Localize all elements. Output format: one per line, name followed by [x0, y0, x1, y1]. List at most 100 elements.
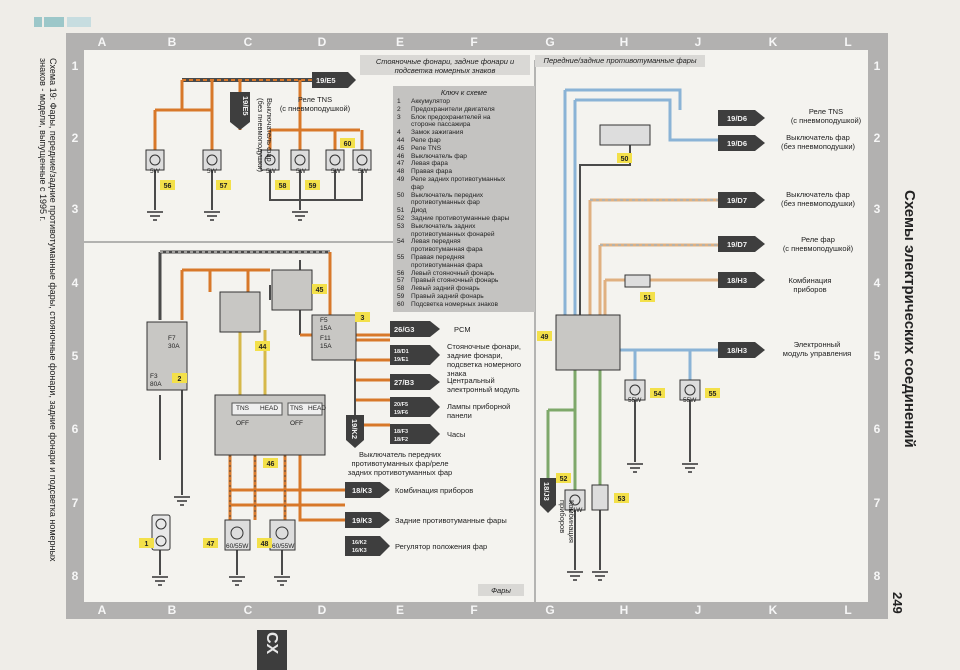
component-marker-44	[255, 341, 270, 351]
key-item-number: 1	[397, 98, 401, 105]
headlamp-47	[224, 519, 251, 551]
component-number-56: 56	[164, 183, 172, 190]
key-item-text: фар	[411, 183, 424, 191]
key-item-text: Правый задний фонарь	[411, 293, 484, 300]
key-item-number: 55	[397, 254, 405, 261]
component-marker-50	[617, 153, 632, 163]
component-number-55: 55	[709, 391, 717, 398]
grid-col-coltop-L: L	[844, 35, 852, 49]
tab-code: CX	[263, 632, 280, 655]
key-item-text: Правая фара	[411, 168, 452, 176]
connector-code-k3c: 16/K3	[352, 548, 367, 554]
grid-col-colbot-K: K	[768, 603, 778, 617]
grid-col-colbot-B: B	[167, 603, 177, 617]
small-label-fuse-f11: 15A	[320, 343, 332, 350]
connector-code-e5-a: 19/E5	[316, 76, 336, 85]
grid-col-colbot-F: F	[470, 603, 478, 617]
grid-row-left-3: 3	[71, 202, 79, 216]
grid-col-coltop-K: K	[768, 35, 778, 49]
grid-col-colbot-D: D	[317, 603, 327, 617]
key-item-text: Выключатель фар	[411, 152, 467, 160]
connector-code-g3: 26/G3	[394, 325, 414, 334]
label-instr-vertical: Комбинация приборов	[558, 500, 576, 543]
parking-lamp-circuit	[145, 72, 372, 221]
key-item-number: 3	[397, 113, 401, 121]
grid-col-coltop-B: B	[167, 35, 177, 49]
label-beam-adjust: Регулятор положения фар	[395, 542, 488, 551]
key-item-text: Левый задний фонарь	[411, 285, 480, 293]
rear-fog-switch-53	[591, 484, 609, 511]
label-parking-lamps: Стояночные фонари, задние фонари, подсве…	[447, 342, 522, 378]
connector-code-h3-a: 18/H3	[727, 276, 747, 285]
connector-18-j3	[540, 478, 556, 513]
connector-code-f6: 19/F6	[394, 410, 408, 416]
component-number-59: 59	[309, 183, 317, 190]
label-central-module: Центральный электронный модуль	[447, 376, 520, 394]
connector-26-g3	[390, 321, 440, 337]
connector-19-e5-b	[230, 92, 250, 130]
grid-col-coltop-G: G	[545, 35, 555, 49]
connector-20-f5	[390, 397, 440, 417]
headlamp-48	[269, 519, 296, 551]
small-label-fuse-f5: 15A	[320, 325, 332, 332]
component-number-51: 51	[644, 295, 652, 302]
grid-col-colbot-A: A	[97, 603, 107, 617]
label-switch-right-2: Выключатель фар (без пневмоподушки)	[780, 190, 856, 208]
component-marker-57	[216, 180, 231, 190]
key-item-number: 46	[397, 152, 405, 160]
component-number-46: 46	[267, 461, 275, 468]
grid-row-left-8: 8	[71, 569, 79, 583]
connector-18-k3	[345, 482, 390, 498]
connector-code-d7-b: 19/D7	[727, 240, 747, 249]
component-number-53: 53	[618, 496, 626, 503]
key-item-number: 59	[397, 293, 405, 300]
connector-19-d6-b	[718, 135, 765, 151]
label-tns-relay-top: Реле TNS (с пневмоподушкой)	[279, 95, 351, 113]
fog-switch-50	[599, 124, 651, 146]
component-marker-46	[263, 458, 278, 468]
connector-27-b3	[390, 374, 440, 390]
component-marker-49	[537, 331, 552, 341]
grid-col-colbot-H: H	[619, 603, 629, 617]
component-marker-60	[340, 138, 355, 148]
small-label-bulb-60w: 60/55W	[272, 543, 295, 550]
key-item-number: 48	[397, 168, 405, 176]
connector-code-d6-b: 19/D6	[727, 139, 747, 148]
key-item-text: Реле TNS	[411, 144, 442, 152]
connector-19-k3	[345, 512, 390, 528]
key-item: противотуманных фар	[397, 199, 480, 206]
grid-col-coltop-C: C	[243, 35, 253, 49]
battery-1	[151, 514, 171, 551]
grid-col-colbot-G: G	[545, 603, 555, 617]
key-item-text: стороне пассажира	[411, 121, 471, 129]
label-headlight-relay-right: Реле фар (с пневмоподушкой)	[782, 235, 854, 253]
grid-row-left-5: 5	[71, 349, 79, 363]
key-item: 46 Выключатель фар	[397, 153, 467, 160]
label-tns-relay-right: Реле TNS (с пневмоподушкой)	[790, 107, 862, 125]
key-item: противотуманных фонарей	[397, 231, 495, 238]
small-label-fuse-f3: F3	[150, 373, 158, 380]
connector-code-k3-a: 18/K3	[352, 486, 372, 495]
component-marker-54	[650, 388, 665, 398]
label-instr-cluster-bottom: Комбинация приборов	[395, 486, 474, 495]
small-label-fuse-f3: 80A	[150, 381, 162, 388]
connector-code-j3: 18/J3	[542, 482, 551, 501]
page-number: 249	[890, 592, 905, 614]
key-item-text: Реле фар	[411, 137, 441, 144]
key-item-text: противотуманных фонарей	[411, 230, 495, 238]
fog-lamp-55	[679, 379, 701, 401]
key-item-text: Левый стояночный фонарь	[411, 269, 495, 277]
component-marker-3	[355, 312, 370, 322]
grid-row-right-5: 5	[873, 349, 881, 363]
key-item: стороне пассажира	[397, 121, 470, 128]
key-item: противотуманная фара	[397, 262, 483, 269]
connector-18-d1	[390, 345, 440, 365]
